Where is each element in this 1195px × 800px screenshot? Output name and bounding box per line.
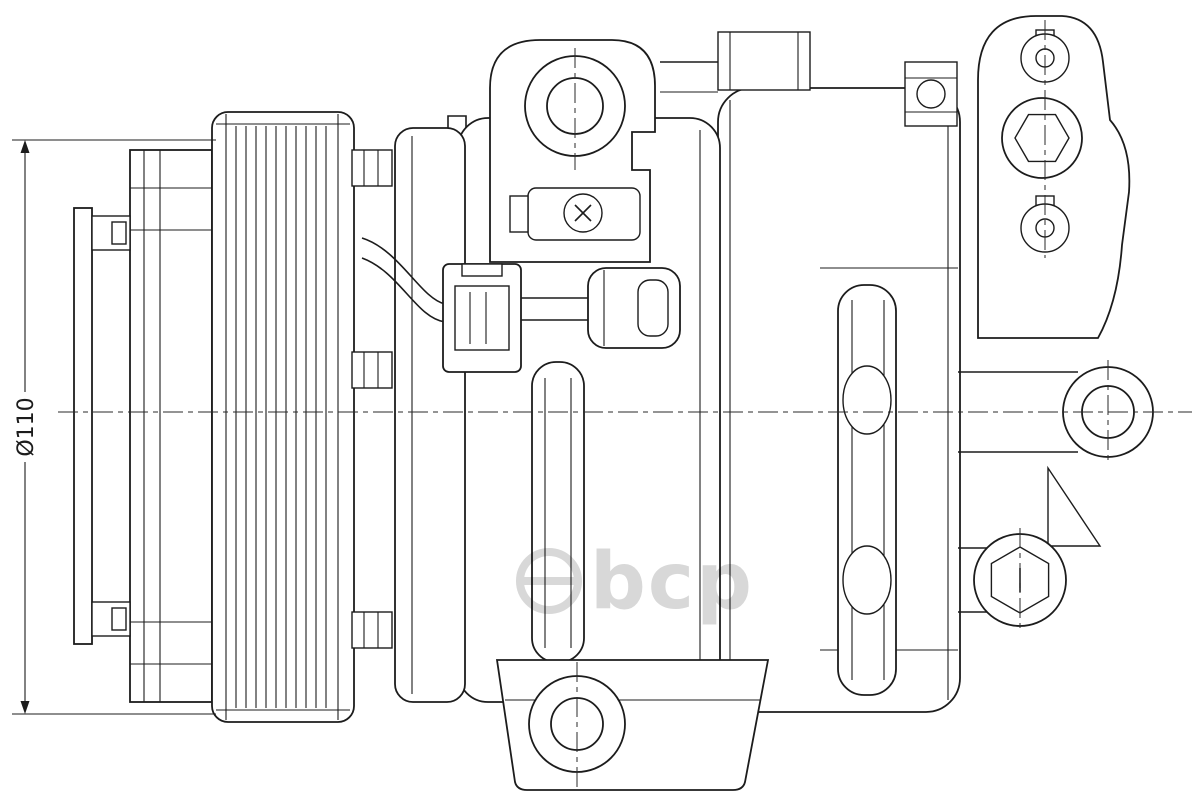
rear-bolt-rail (837, 284, 897, 696)
pulley-mount-bolts (351, 149, 393, 649)
suction-port (958, 366, 1154, 547)
front-housing-cap (394, 115, 467, 703)
clutch-hub-plate (129, 149, 213, 703)
watermark-text: bcp (590, 537, 754, 627)
right-mounting-bracket (977, 15, 1131, 339)
front-bolt-rail (531, 361, 585, 663)
pulley (211, 111, 355, 723)
pulley-ribs (235, 126, 327, 708)
top-rear-block (660, 31, 811, 93)
hex-plug (958, 533, 1067, 627)
electrical-connector (361, 237, 681, 373)
dimension-label: Ø110 (14, 397, 39, 456)
centerlines (58, 20, 1192, 788)
hub-left-bracket (73, 207, 131, 645)
top-mounting-ear (489, 39, 656, 263)
rear-top-bracket (904, 61, 958, 127)
watermark-logo-icon (516, 548, 582, 614)
watermark: bcp (516, 537, 754, 627)
dimension-annotation: Ø110 (12, 139, 216, 715)
bottom-mounting-ear (495, 659, 770, 791)
